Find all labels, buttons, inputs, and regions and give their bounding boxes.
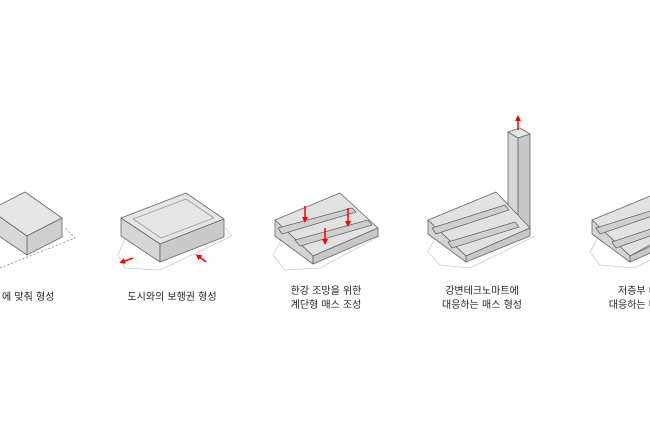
step-2-caption: 도시와의 보행권 형성 (127, 292, 217, 303)
mass-step-2 (117, 192, 233, 271)
step-5-caption: 저층부 대대응하는 매 (608, 286, 650, 311)
mass-step-1 (0, 191, 76, 269)
step-1-caption: 에 맞춰 형성 (2, 292, 55, 303)
mass-step-4 (427, 115, 536, 269)
mass-step-3 (272, 192, 381, 271)
mass-step-5 (589, 195, 650, 269)
